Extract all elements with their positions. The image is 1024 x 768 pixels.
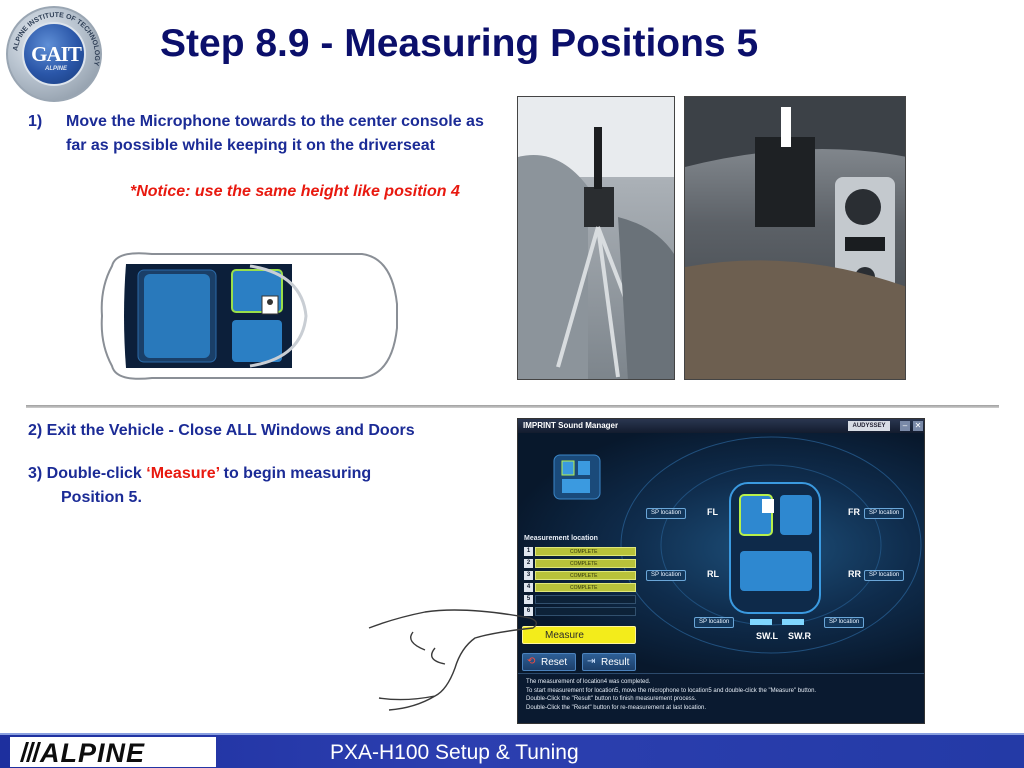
section-divider — [26, 405, 999, 408]
step-3-suffix: to begin measuring — [219, 465, 372, 482]
measurement-row: 6 — [524, 607, 636, 616]
result-button[interactable]: ⇥ Result — [582, 653, 636, 671]
sp-location-swl[interactable]: SP location — [694, 617, 735, 628]
row-index: 4 — [524, 583, 533, 592]
app-body: Measurement location 1 COMPLETE 2 COMPLE… — [518, 433, 924, 673]
measurement-row: 1 COMPLETE — [524, 547, 636, 556]
footer-bar: ALPINE PXA-H100 Setup & Tuning — [0, 733, 1024, 768]
measure-button-label: Measure — [545, 630, 584, 641]
audyssey-badge: AUDYSSEY — [848, 421, 890, 431]
step-3-prefix: 3) Double-click — [28, 465, 147, 482]
row-value: COMPLETE — [570, 561, 598, 567]
result-button-label: Result — [601, 657, 630, 668]
row-index: 1 — [524, 547, 533, 556]
car-diagram — [100, 252, 398, 380]
reset-icon: ⟲ — [527, 656, 536, 667]
photo-2-illustration — [685, 97, 905, 379]
photo-microphone-side — [517, 96, 675, 380]
notice-text: *Notice: use the same height like positi… — [130, 183, 460, 200]
sp-location-rl[interactable]: SP location — [646, 570, 687, 581]
row-index: 2 — [524, 559, 533, 568]
row-bar-complete: COMPLETE — [535, 547, 636, 556]
sp-location-fr[interactable]: SP location — [864, 508, 905, 519]
imprint-sound-manager-window: IMPRINT Sound Manager AUDYSSEY – ✕ Measu… — [517, 418, 925, 724]
gait-logo: ALPINE INSTITUTE OF TECHNOLOGY GAIT ALPI… — [6, 6, 102, 102]
step-3-line-2: Position 5. — [61, 489, 142, 506]
alpine-logo: ALPINE — [10, 737, 216, 768]
photo-1-illustration — [518, 97, 674, 379]
minimize-button[interactable]: – — [900, 421, 910, 431]
row-bar-empty — [535, 595, 636, 604]
reset-button[interactable]: ⟲ Reset — [522, 653, 576, 671]
step-3: 3) Double-click ‘Measure’ to begin measu… — [28, 462, 508, 510]
pointing-hand-icon — [368, 609, 538, 711]
alpine-stripes-icon — [20, 742, 41, 762]
reset-button-label: Reset — [541, 657, 568, 668]
close-button[interactable]: ✕ — [913, 421, 923, 431]
step-1-text: Move the Microphone towards to the cente… — [66, 113, 484, 154]
logo-sub: ALPINE — [44, 66, 67, 72]
measure-button[interactable]: Measure — [522, 626, 636, 644]
measurement-location-title: Measurement location — [524, 535, 598, 542]
speaker-layout-diagram — [553, 436, 922, 654]
row-bar-complete: COMPLETE — [535, 571, 636, 580]
row-bar-empty — [535, 607, 636, 616]
speaker-rl-label: RL — [707, 569, 719, 579]
photo-microphone-front — [684, 96, 906, 380]
speaker-swr-label: SW.R — [788, 631, 812, 641]
measurement-row: 2 COMPLETE — [524, 559, 636, 568]
status-message: To start measurement for location5, move… — [526, 687, 817, 694]
row-index: 6 — [524, 607, 533, 616]
row-index: 5 — [524, 595, 533, 604]
result-icon: ⇥ — [587, 656, 596, 667]
speaker-fl-label: FL — [707, 507, 718, 517]
logo-badge: GAIT ALPINE — [22, 22, 86, 86]
logo-text: GAIT — [31, 42, 82, 66]
row-bar-complete: COMPLETE — [535, 559, 636, 568]
speaker-rr-label: RR — [848, 569, 861, 579]
slide-title: Step 8.9 - Measuring Positions 5 — [160, 22, 759, 65]
row-index: 3 — [524, 571, 533, 580]
row-bar-complete: COMPLETE — [535, 583, 636, 592]
footer-text: PXA-H100 Setup & Tuning — [330, 741, 579, 764]
status-messages: The measurement of location4 was complet… — [518, 673, 924, 723]
row-value: COMPLETE — [570, 573, 598, 579]
speaker-swl-label: SW.L — [756, 631, 778, 641]
step-1-number: 1) — [28, 113, 43, 130]
measurement-row: 5 — [524, 595, 636, 604]
status-message: The measurement of location4 was complet… — [526, 679, 651, 685]
row-value: COMPLETE — [570, 585, 598, 591]
status-message: Double-Click the "Result" button to fini… — [526, 696, 697, 702]
step-3-highlight: ‘Measure’ — [146, 465, 220, 482]
speaker-fr-label: FR — [848, 507, 860, 517]
row-value: COMPLETE — [570, 549, 598, 555]
app-title-bar: IMPRINT Sound Manager AUDYSSEY – ✕ — [518, 419, 924, 433]
sp-location-swr[interactable]: SP location — [824, 617, 865, 628]
measurement-row: 3 COMPLETE — [524, 571, 636, 580]
measurement-row: 4 COMPLETE — [524, 583, 636, 592]
sp-location-fl[interactable]: SP location — [646, 508, 687, 519]
status-message: Double-Click the "Reset" button for re-m… — [526, 704, 707, 711]
step-2-text: 2) Exit the Vehicle - Close ALL Windows … — [28, 422, 415, 439]
app-title: IMPRINT Sound Manager — [523, 421, 619, 430]
alpine-logo-text: ALPINE — [40, 738, 146, 768]
sp-location-rr[interactable]: SP location — [864, 570, 905, 581]
